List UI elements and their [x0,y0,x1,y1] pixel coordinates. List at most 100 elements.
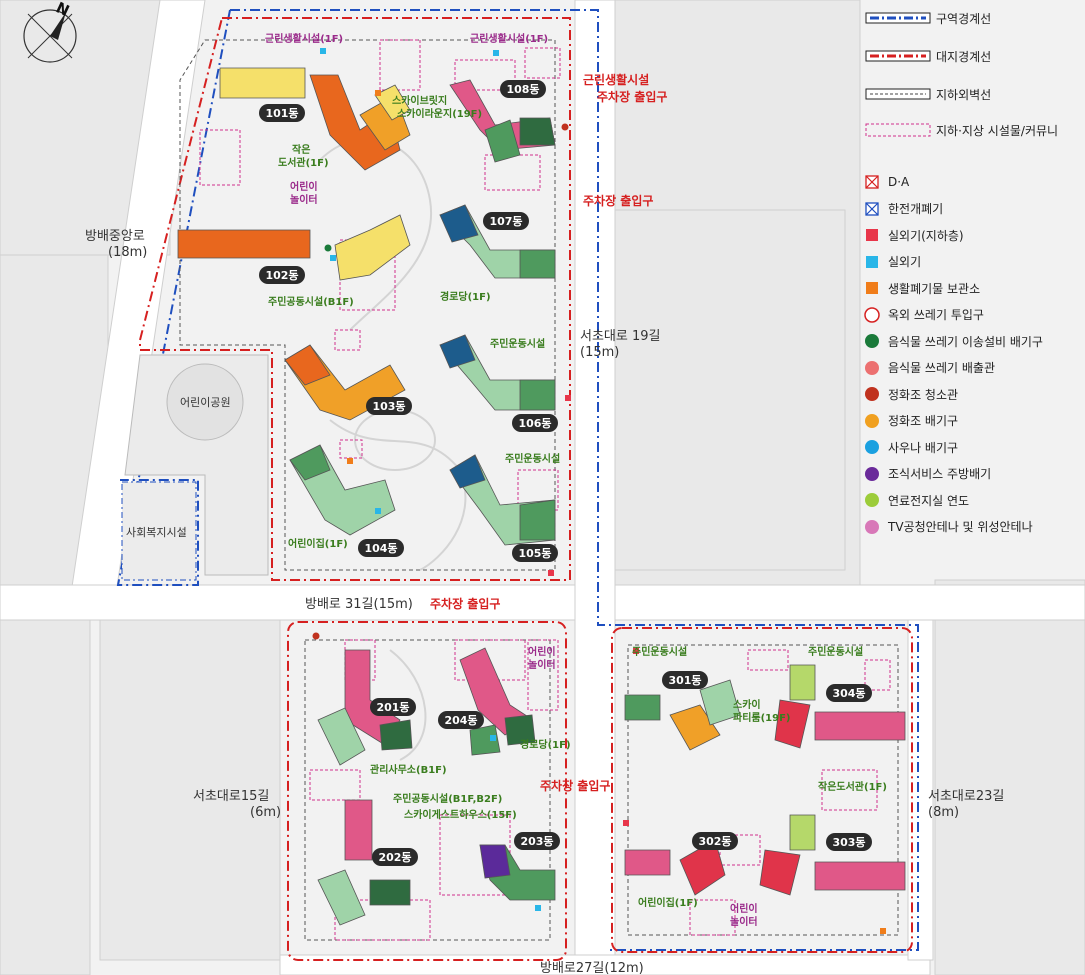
park-zone [124,354,269,576]
legend-item-fuel: 연료전지실 연도 [862,490,1085,510]
legend-item-district: 구역경계선 [862,8,1085,28]
sauna-legend-icon [862,437,888,457]
waste-legend-icon [862,278,888,298]
svg-text:108동: 108동 [506,83,539,96]
facility-guesthouse: 스카이게스트하우스(15F) [404,808,517,821]
entrance-middle: 주차장 출입구 [430,596,500,611]
legend-label: 한전개폐기 [888,202,944,216]
antenna-legend-icon [862,517,888,537]
road-label-east-upper: 서초대로 19길 [580,329,660,344]
svg-text:304동: 304동 [832,687,865,700]
svg-text:101동: 101동 [265,107,298,120]
building-label-106: 106동 [512,414,558,432]
entrance-labels: 근린생활시설 주차장 출입구 주차장 출입구 주차장 출입구 주차장 출입구 [430,72,667,793]
svg-text:301동: 301동 [668,674,701,687]
legend-label: 정화조 배기구 [888,414,959,428]
kepco-legend-icon [862,199,888,219]
da-legend-icon [862,172,888,192]
community-facility-outlines [199,39,891,941]
legend-item-waste: 생활폐기물 보관소 [862,278,1085,298]
outdoor-legend-icon [862,252,888,272]
building-label-201: 201동 [370,698,416,716]
road-width-south-west: (6m) [250,805,281,820]
road-label-middle: 방배로 31길(15m) [305,597,413,612]
legend-label: 옥외 쓰레기 투입구 [888,308,984,322]
building-label-202: 202동 [372,848,418,866]
facility-labels: 근린생활시설(1F) 근린생활시설(1F) 스카이브릿지 스카이라운지(19F)… [265,32,887,928]
road-width-east-upper: (15m) [580,345,619,360]
facility-daycare-1: 어린이집(1F) [288,537,348,550]
legend-item-septic_vent: 정화조 배기구 [862,411,1085,431]
road-label-south-west: 서초대로15길 [193,789,269,804]
legend-label: 실외기(지하층) [888,228,964,243]
facility-skybridge-1: 스카이브릿지 [392,94,447,107]
legend-label: 음식물 쓰레기 이송설비 배기구 [888,334,1043,349]
building-label-303: 303동 [826,833,872,851]
septic_vent-legend-icon [862,411,888,431]
facility-senior-2: 경로당(1F) [520,738,571,751]
entrance-north-line1: 근린생활시설 [583,72,649,87]
legend-item-da: D·A [862,172,1085,192]
legend-item-kepco: 한전개폐기 [862,199,1085,219]
welfare-zone [121,481,197,581]
facility-daycare-3: 어린이집(1F) [638,896,698,909]
district-boundary-line [116,9,919,951]
facility-playground3-2: 놀이터 [730,915,758,928]
road-labels: 방배중앙로 (18m) 서초대로 19길 (15m) 방배로 31길(15m) … [85,229,1004,975]
facility-sports-3: 주민운동시설 [632,645,687,658]
septic_clean-legend-icon [862,384,888,404]
outdoor_b1-legend-icon [862,225,888,245]
facility-sports-1: 주민운동시설 [490,337,545,350]
legend: 구역경계선 대지경계선 지하외벽선 지하·지상 시설물/커뮤니 D·A 한전개폐기… [862,0,1085,560]
building-label-203: 203동 [514,832,560,850]
welfare-label: 사회복지시설 [126,526,187,539]
fuel-legend-icon [862,490,888,510]
entrance-south: 주차장 출입구 [540,778,610,793]
food_transfer-legend-icon [862,331,888,351]
facility-playground2-2: 놀이터 [528,658,556,671]
legend-item-food_outlet: 음식물 쓰레기 배출관 [862,358,1085,378]
facility-mgmt: 관리사무소(B1F) [370,763,447,776]
facility-playground-2: 놀이터 [290,193,318,206]
map-markers [312,48,886,934]
legend-item-outdoor: 실외기 [862,252,1085,272]
facility-library-1: 작은 [292,143,310,156]
facility-partyroom-1: 스카이 [733,698,761,711]
building-labels: 101동 102동 103동 104동 105동 106동 107동 108동 … [259,80,872,866]
facility-playground2-1: 어린이 [528,645,556,658]
entrance-north-line2: 주차장 출입구 [597,89,667,104]
building-label-204: 204동 [438,711,484,729]
legend-item-underground: 지하외벽선 [862,84,1085,104]
building-label-107: 107동 [483,212,529,230]
legend-label: D·A [888,175,910,189]
legend-item-trash_in: 옥외 쓰레기 투입구 [862,305,1085,325]
svg-text:302동: 302동 [698,835,731,848]
svg-text:107동: 107동 [489,215,522,228]
legend-item-site: 대지경계선 [862,46,1085,66]
legend-label: 사우나 배기구 [888,440,959,455]
road-label-south-east: 서초대로23길 [928,789,1004,804]
facility-senior-1: 경로당(1F) [440,290,491,303]
building-label-102: 102동 [259,266,305,284]
svg-text:102동: 102동 [265,269,298,282]
facility-playground-1: 어린이 [290,180,318,193]
legend-item-community: 지하·지상 시설물/커뮤니 [862,120,1085,140]
legend-label: 음식물 쓰레기 배출관 [888,361,995,375]
svg-text:204동: 204동 [444,714,477,727]
svg-text:203동: 203동 [520,835,553,848]
building-label-302: 302동 [692,832,738,850]
facility-partyroom-2: 파티룸(19F) [733,711,791,724]
svg-text:202동: 202동 [378,851,411,864]
svg-text:105동: 105동 [518,547,551,560]
entrance-east: 주차장 출입구 [583,193,653,208]
legend-item-septic_clean: 정화조 청소관 [862,384,1085,404]
facility-library-2: 도서관(1F) [278,156,329,169]
facility-library3: 작은도서관(1F) [818,780,887,793]
facility-retail-ne: 근린생활시설(1F) [470,32,548,45]
park-label: 어린이공원 [180,396,231,409]
road-label-bottom: 방배로27길(12m) [540,961,644,975]
road-label-west: 방배중앙로 [85,229,145,244]
